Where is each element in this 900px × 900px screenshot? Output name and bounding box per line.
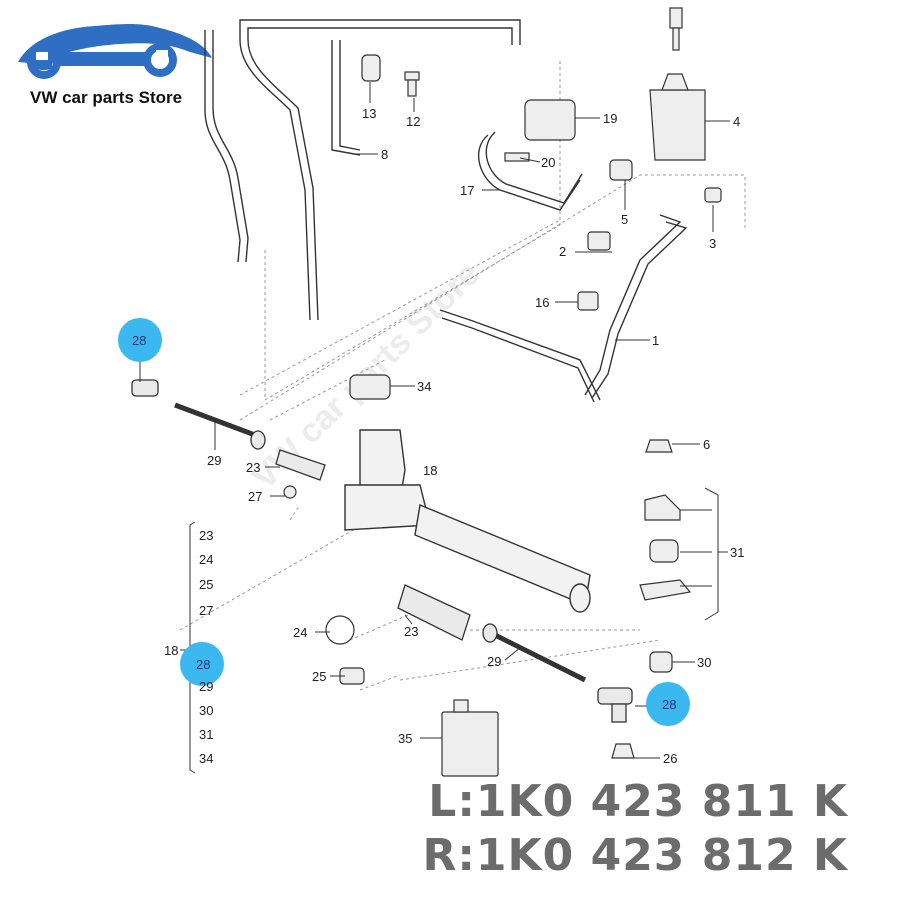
nut-26 (611, 743, 635, 759)
kit-item: 25 (199, 577, 213, 592)
bracket-2 (587, 231, 611, 251)
callout-24: 24 (293, 625, 307, 640)
callout-34: 34 (417, 379, 431, 394)
part-number-left: L:1K0 423 811 K (428, 776, 848, 827)
kit-item: 27 (199, 603, 213, 618)
callout-18: 18 (423, 463, 437, 478)
bracket-16 (577, 291, 599, 311)
callout-19: 19 (603, 111, 617, 126)
steering-rack (344, 429, 591, 613)
highlight-circle-28-right (646, 682, 690, 726)
callout-23-left: 23 (246, 460, 260, 475)
callout-6: 6 (703, 437, 710, 452)
reservoir-4 (649, 89, 706, 161)
callout-27: 27 (248, 489, 262, 504)
callout-16: 16 (535, 295, 549, 310)
callout-8: 8 (381, 147, 388, 162)
callout-labels: 1 2 3 4 5 6 8 12 13 16 17 18 19 20 23 23… (207, 106, 744, 766)
nut-30 (649, 651, 673, 673)
kit-item: 29 (199, 679, 213, 694)
callout-5: 5 (621, 212, 628, 227)
kit-item: 23 (199, 528, 213, 543)
callout-26: 26 (663, 751, 677, 766)
kit-item: 30 (199, 703, 213, 718)
callout-1: 1 (652, 333, 659, 348)
clip-3 (704, 187, 722, 203)
fluid-can-35 (441, 711, 499, 777)
highlight-label-28-right: 28 (662, 697, 676, 712)
callout-25: 25 (312, 669, 326, 684)
highlight-circle-28-top (118, 318, 162, 362)
kit-item: 34 (199, 751, 213, 766)
leader-lines (180, 82, 730, 774)
callout-31: 31 (730, 545, 744, 560)
clamp-5 (609, 159, 633, 181)
bracket-31a (644, 494, 681, 521)
highlight-label-28-list: 28 (196, 657, 210, 672)
kit-item: 31 (199, 727, 213, 742)
callout-23-right: 23 (404, 624, 418, 639)
reservoir-cap (669, 7, 683, 29)
bolt-20 (504, 152, 530, 162)
mount-34 (349, 374, 391, 400)
highlight-markers: 28 28 28 (118, 318, 690, 726)
callout-17: 17 (460, 183, 474, 198)
callout-29-left: 29 (207, 453, 221, 468)
clamp-13 (361, 54, 381, 82)
kit-list: 18 23 24 25 27 29 30 31 34 (164, 528, 213, 766)
bushing-31b (649, 539, 679, 563)
car-wrench-logo-icon (18, 24, 212, 79)
kit-group-label: 18 (164, 643, 178, 658)
ring-24 (325, 615, 355, 645)
callout-4: 4 (733, 114, 740, 129)
small-parts (283, 7, 722, 777)
kit-item: 24 (199, 552, 213, 567)
callout-13: 13 (362, 106, 376, 121)
highlight-label-28-top: 28 (132, 333, 146, 348)
part-number-right: R:1K0 423 812 K (422, 830, 848, 881)
store-name: VW car parts Store (30, 88, 183, 107)
callout-35: 35 (398, 731, 412, 746)
callout-20: 20 (541, 155, 555, 170)
valve-19 (524, 99, 576, 141)
bolt-12 (404, 71, 420, 81)
screw-27 (283, 485, 297, 499)
callout-12: 12 (406, 114, 420, 129)
bolt-12-shank (407, 79, 417, 97)
callout-30: 30 (697, 655, 711, 670)
bracket-31c (639, 579, 692, 601)
tie-rods-and-boots (131, 379, 633, 723)
hydraulic-hoses (204, 19, 688, 403)
callout-3: 3 (709, 236, 716, 251)
callout-29-right: 29 (487, 654, 501, 669)
callout-2: 2 (559, 244, 566, 259)
highlight-circle-28-list (180, 642, 224, 686)
nut-6 (645, 439, 673, 453)
